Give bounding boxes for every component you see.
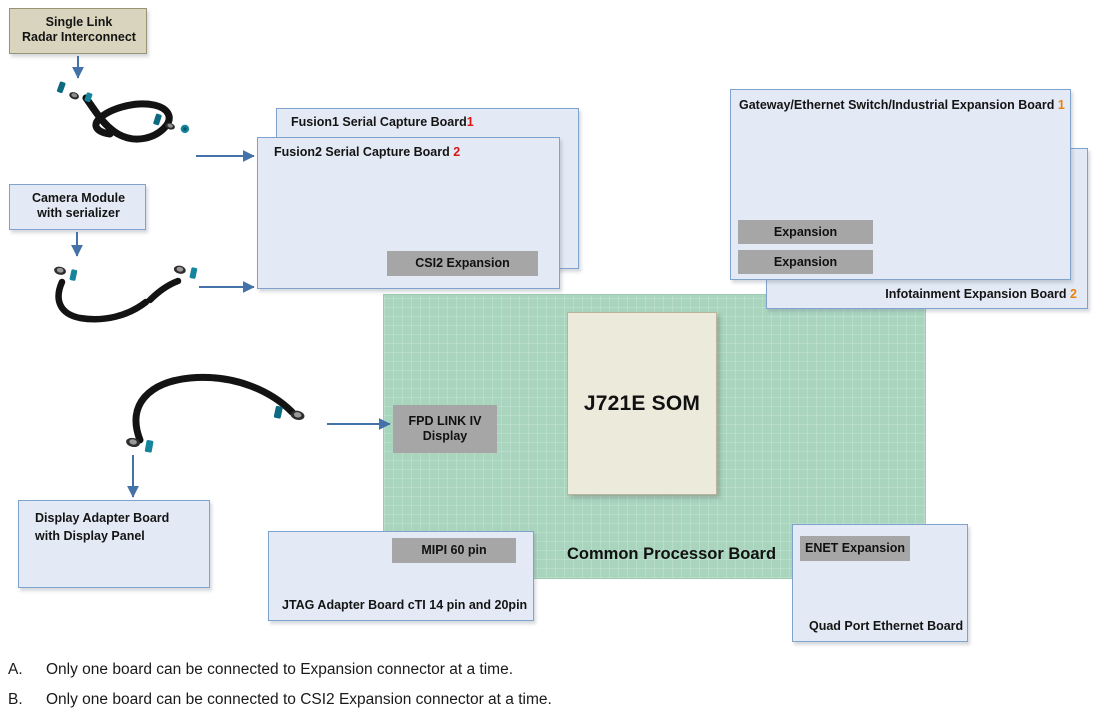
expansion-connector-1[interactable]: Expansion [738,220,873,244]
camera-module-line2: with serializer [37,206,120,221]
csi2-expansion-connector[interactable]: CSI2 Expansion [387,251,538,276]
camera-module-line1: Camera Module [31,191,126,205]
mipi-60-pin-connector[interactable]: MIPI 60 pin [392,538,516,563]
camera-module-board[interactable]: Camera Module with serializer [9,184,146,230]
common-processor-board-label: Common Processor Board [567,545,777,563]
jtag-adapter-label: JTAG Adapter Board cTI 14 pin and 20pin [282,597,528,612]
expansion-connector-2[interactable]: Expansion [738,250,873,274]
fusion1-label-text: Fusion1 Serial Capture Board [291,115,467,129]
enet-expansion-connector[interactable]: ENET Expansion [800,536,910,561]
fusion2-label: Fusion2 Serial Capture Board 2 [274,145,460,160]
gateway-label-text: Gateway/Ethernet Switch/Industrial Expan… [739,98,1055,112]
radar-interconnect-line2: Radar Interconnect [22,30,136,45]
display-adapter-board[interactable]: Display Adapter Board with Display Panel [18,500,210,588]
camera-module-label: Camera Module with serializer [10,191,147,222]
footnote-a-key: A. [8,661,23,678]
fusion2-label-text: Fusion2 Serial Capture Board [274,145,450,159]
footnotes: A. Only one board can be connected to Ex… [8,655,1088,714]
display-adapter-line2: with Display Panel [35,529,145,544]
display-adapter-label: Display Adapter Board with Display Panel [35,509,169,545]
single-link-radar-interconnect-board[interactable]: Single Link Radar Interconnect [9,8,147,54]
radar-interconnect-label: Single Link Radar Interconnect [10,15,148,46]
infotainment-index: 2 [1070,286,1077,301]
radar-interconnect-line1: Single Link [45,15,113,29]
quad-ethernet-label: Quad Port Ethernet Board [809,618,964,633]
footnote-b: B. Only one board can be connected to CS… [8,685,1088,714]
footnote-a: A. Only one board can be connected to Ex… [8,655,1088,685]
j721e-som-module[interactable]: J721E SOM [567,312,717,495]
infotainment-label-text: Infotainment Expansion Board [885,286,1067,301]
fusion1-label: Fusion1 Serial Capture Board1 [291,115,474,130]
fakra-display-cable [116,373,312,456]
fusion2-index: 2 [453,145,461,159]
infotainment-label: Infotainment Expansion Board 2 [885,287,1077,302]
footnote-b-text: Only one board can be connected to CSI2 … [46,691,552,708]
fakra-camera-cable [44,258,198,323]
fusion1-index: 1 [466,115,474,129]
som-label: J721E SOM [583,391,701,415]
gateway-ethernet-industrial-expansion-board[interactable]: Gateway/Ethernet Switch/Industrial Expan… [730,89,1071,280]
gateway-index: 1 [1057,98,1065,112]
fpd-link-iv-display-connector[interactable]: FPD LINK IV Display [393,405,497,453]
fakra-radar-cable [56,80,190,143]
footnote-a-text: Only one board can be connected to Expan… [46,661,514,678]
gateway-label: Gateway/Ethernet Switch/Industrial Expan… [739,98,1065,113]
display-adapter-line1: Display Adapter Board [35,511,170,525]
fpd-link-line1: FPD LINK IV [408,414,482,428]
footnote-b-key: B. [8,691,23,708]
fpd-link-line2: Display [422,429,468,443]
